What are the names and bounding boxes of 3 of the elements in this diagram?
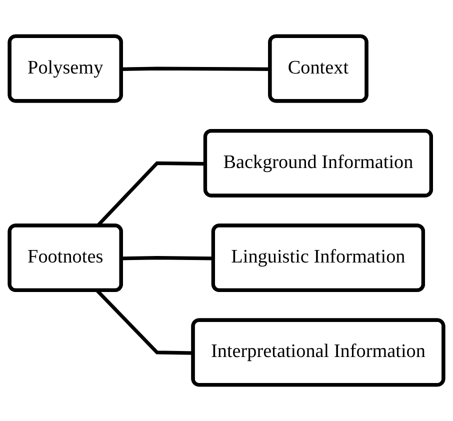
connector — [122, 66, 270, 71]
connector — [122, 256, 214, 260]
connector — [96, 290, 194, 355]
